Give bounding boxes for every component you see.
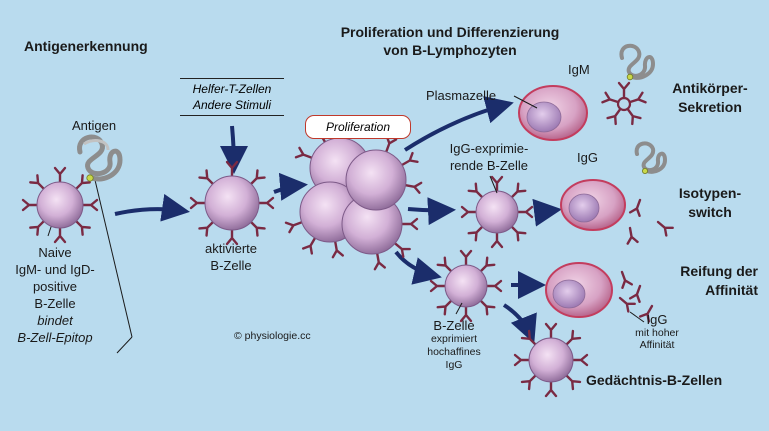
antibody-secretion-label: Antikörper- Sekretion: [654, 79, 766, 117]
igg-label: IgG: [577, 150, 598, 165]
secretion-line-1: Antikörper-: [672, 80, 748, 96]
helper-t-cells-box: Helfer-T-Zellen Andere Stimuli: [180, 78, 284, 116]
naive-line-2: IgM- und IgD-: [15, 262, 95, 277]
bcell-small-1: exprimiert: [430, 333, 478, 345]
naive-line-3: positive: [32, 279, 78, 294]
igg-high-affinity-small-1: mit hoher: [635, 327, 679, 339]
igg-expressing-b-cell: [460, 175, 534, 249]
affinity-line-2: Affinität: [705, 282, 758, 298]
antigen-label: Antigen: [72, 118, 117, 133]
igg-high-affinity-small-2: Affinität: [639, 339, 675, 351]
igg-high-affinity-main: IgG: [646, 312, 668, 327]
copyright-label: © physiologie.cc: [234, 330, 311, 342]
proliferation-box: Proliferation: [305, 115, 411, 139]
igg-expressing-label: IgG-exprimie- rende B-Zelle: [424, 140, 554, 174]
naive-line-1: Naive: [38, 245, 72, 260]
naive-b-cell: [21, 166, 99, 244]
epitope-marker: [86, 174, 94, 182]
igg-high-affinity-label: IgG mit hoher Affinität: [622, 312, 692, 351]
activated-line-2: B-Zelle: [210, 258, 252, 273]
binds-line-1: bindet: [37, 313, 73, 328]
affinity-maturation-label: Reifung der Affinität: [650, 262, 758, 300]
helper-line-1: Helfer-T-Zellen: [192, 82, 272, 96]
secretion-line-2: Sekretion: [678, 99, 742, 115]
bcell-high-affinity-main: B-Zelle: [433, 318, 475, 333]
naive-b-cell-label: Naive IgM- und IgD- positive B-Zelle bin…: [10, 244, 100, 346]
arrow-naive-to-activated: [114, 193, 190, 222]
arrow-igg-to-isotype: [532, 198, 562, 227]
heading-proliferation-line1: Proliferation und Differenzierung: [340, 24, 560, 40]
arrow-to-igg-cell: [407, 197, 456, 226]
heading-antigen-recognition: Antigenerkennung: [24, 38, 148, 54]
igm-pentamer: [601, 81, 647, 126]
arrow-activated-to-proliferation: [273, 172, 308, 201]
affinity-matured-plasma-cell: [545, 262, 613, 318]
arrow-to-plasma-cell: [403, 96, 514, 152]
plasma-cell: [518, 85, 588, 141]
activated-b-cell-label: aktivierte B-Zelle: [186, 240, 276, 274]
isotype-line-1: Isotypen-: [678, 185, 742, 201]
igm-label: IgM: [568, 62, 590, 77]
high-affinity-b-cell: [429, 249, 503, 323]
affinity-line-1: Reifung der: [680, 263, 758, 279]
antigen-protein: [619, 43, 656, 81]
label-pointer-lines: [455, 95, 645, 323]
activated-b-cell: [189, 160, 275, 246]
heading-proliferation-line2: von B-Lymphozyten: [383, 42, 517, 58]
activated-line-1: aktivierte: [204, 241, 258, 256]
memory-b-cell: [513, 322, 589, 398]
igg-expressing-line-1: IgG-exprimie-: [449, 141, 529, 156]
naive-line-4: B-Zelle: [34, 296, 76, 311]
arrow-to-high-affinity-cell: [394, 250, 442, 285]
isotype-switched-plasma-cell: [560, 179, 626, 231]
bcell-small-3: IgG: [445, 359, 463, 371]
arrow-to-memory-cell: [502, 303, 537, 344]
bcell-small-2: hochaffines: [427, 346, 481, 358]
isotype-line-2: switch: [688, 204, 732, 220]
arrow-helper-to-activated: [219, 125, 248, 174]
proliferating-cell-cluster: [284, 121, 423, 271]
antigen-protein: [77, 134, 123, 182]
arrows: [114, 96, 562, 344]
memory-cells-label: Gedächtnis-B-Zellen: [586, 372, 723, 388]
plasma-cell-label: Plasmazelle: [426, 88, 497, 103]
helper-line-2: Andere Stimuli: [192, 98, 272, 112]
isotype-switch-label: Isotypen- switch: [660, 184, 760, 222]
antigen-protein: [634, 141, 668, 174]
high-affinity-b-cell-label: B-Zelle exprimiert hochaffines IgG: [414, 318, 494, 372]
igg-expressing-line-2: rende B-Zelle: [449, 158, 529, 173]
binds-line-2: B-Zell-Epitop: [17, 330, 93, 345]
